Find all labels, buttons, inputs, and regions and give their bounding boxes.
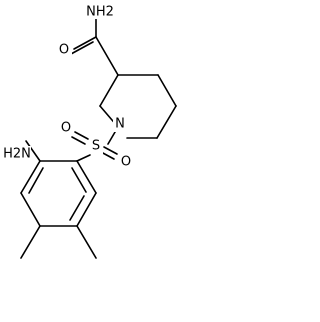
bond-ar-inner-2 xyxy=(28,167,44,194)
amide-o-bg xyxy=(56,43,72,58)
bond-ar-c4-c5 xyxy=(20,192,41,227)
sulfonyl-o-right-bg xyxy=(118,154,133,170)
bond-s-to-aryl xyxy=(76,154,91,162)
atom-labels: NH2 O N S O O H2N xyxy=(3,4,133,170)
bond-ar-c2-c3 xyxy=(76,192,97,227)
bond-methyl-2 xyxy=(20,225,41,259)
sulfonyl-group xyxy=(71,131,118,162)
sulfonyl-o-left-bg xyxy=(59,120,74,136)
chemical-structure-diagram: NH2 O N S O O H2N xyxy=(3,4,177,259)
bond-carbonyl-double-1 xyxy=(73,36,97,50)
amide-group xyxy=(70,17,119,76)
bond-aryl-to-nh2 xyxy=(25,140,41,162)
bond-ar-inner-1 xyxy=(69,195,85,221)
amide-nh2-bg xyxy=(86,4,113,19)
bond-carbonyl-double-2 xyxy=(70,41,94,55)
bond-ring-c2-c3 xyxy=(99,74,119,107)
sulfonyl-s-bg xyxy=(89,138,103,154)
substituents xyxy=(20,140,97,259)
benzene-ring xyxy=(20,160,97,227)
amide-nh2-label: NH2 xyxy=(86,5,114,20)
sulfonyl-o-left-label: O xyxy=(61,121,71,136)
piperidine-n-label: N xyxy=(115,117,125,132)
amide-o-label: O xyxy=(59,43,69,58)
bond-s-o-left-b xyxy=(71,136,86,145)
sulfonyl-s-label: S xyxy=(92,139,100,154)
bond-ring-c4-c5 xyxy=(157,74,177,107)
bond-s-o-right-b xyxy=(100,151,115,160)
bond-ar-c1-c2 xyxy=(76,160,97,194)
sulfonyl-o-right-label: O xyxy=(121,155,131,170)
piperidine-n-bg xyxy=(113,116,127,132)
aryl-nh2-label: H2N xyxy=(3,147,31,162)
bond-ar-inner-3 xyxy=(71,167,87,193)
aryl-nh2-bg xyxy=(3,146,31,162)
bond-ring-c5-c6 xyxy=(156,105,177,139)
bond-s-o-left-a xyxy=(74,131,89,140)
bond-methyl-1 xyxy=(76,225,97,259)
piperidine-ring xyxy=(99,74,177,139)
bond-ar-c5-c6 xyxy=(20,160,41,194)
bond-s-o-right-a xyxy=(103,146,118,155)
bond-carbonyl-c-to-ring xyxy=(95,36,119,76)
